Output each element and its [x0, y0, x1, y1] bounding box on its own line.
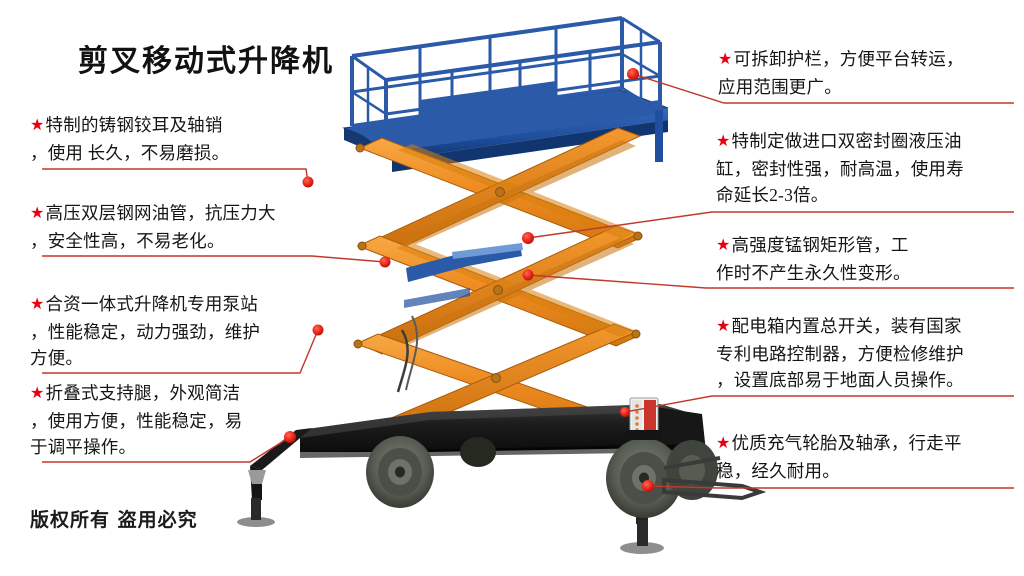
marker-cylinder: [522, 232, 534, 244]
leader-manganese-steel-tube: [527, 274, 1014, 289]
platform-guardrail: [342, 16, 669, 172]
leader-high-pressure-hose: [42, 255, 386, 263]
callout-line: 于调平操作。: [30, 437, 137, 457]
callout-line: 方便。: [30, 348, 84, 368]
callout-line: 高强度锰钢矩形管，工: [731, 235, 909, 255]
tow-handle: [662, 456, 767, 501]
leader-cast-steel-hinge: [42, 168, 309, 183]
callout-line: 作时不产生永久性变形。: [716, 263, 911, 283]
marker-pump: [312, 324, 324, 336]
wheel-front-far: [460, 437, 496, 467]
callout-line: 合资一体式升降机专用泵站: [45, 294, 258, 314]
outrigger-left: [237, 428, 312, 527]
wheel-rear: [606, 438, 682, 518]
marker-outrigger: [284, 431, 296, 443]
marker-hinge: [302, 176, 314, 188]
callout-pneumatic-tires: ★优质充气轮胎及轴承，行走平 稳，经久耐用。: [716, 430, 962, 484]
leader-folding-outrigger: [42, 436, 291, 463]
star-icon: ★: [30, 205, 45, 222]
callout-line: ，性能稳定，动力强劲，维护: [30, 322, 261, 342]
callout-line: 特制的铸钢铰耳及轴销: [45, 115, 223, 135]
callout-removable-guardrail: ★可拆卸护栏，方便平台转运， 应用范围更广。: [718, 46, 964, 100]
marker-guardrail: [627, 68, 639, 80]
callout-manganese-steel-tube: ★高强度锰钢矩形管，工 作时不产生永久性变形。: [716, 232, 911, 286]
marker-ctrlbox: [620, 407, 630, 417]
star-icon: ★: [30, 296, 45, 313]
marker-tire: [642, 480, 654, 492]
star-icon: ★: [30, 117, 45, 134]
marker-dots: [284, 68, 654, 492]
leader-hydraulic-cylinder: [527, 211, 1014, 239]
callout-hydraulic-cylinder: ★特制定做进口双密封圈液压油 缸，密封性强，耐高温，使用寿 命延长2-3倍。: [716, 128, 964, 208]
callout-pump-station: ★合资一体式升降机专用泵站 ，性能稳定，动力强劲，维护 方便。: [30, 291, 260, 371]
callout-line: 命延长2-3倍。: [716, 185, 829, 205]
copyright-notice: 版权所有 盗用必究: [30, 509, 198, 531]
callout-folding-outrigger: ★折叠式支持腿，外观简洁 ，使用方便，性能稳定，易 于调平操作。: [30, 380, 242, 460]
callout-control-box: ★配电箱内置总开关，装有国家 专利电路控制器，方便检修维护 ，设置底部易于地面人…: [716, 313, 964, 393]
leader-removable-guardrail: [632, 73, 1014, 104]
callout-line: ，安全性高，不易老化。: [30, 231, 225, 251]
callout-line: ，使用 长久，不易磨损。: [30, 143, 230, 163]
callout-cast-steel-hinge: ★特制的铸钢铰耳及轴销 ，使用 长久，不易磨损。: [30, 112, 229, 166]
callout-high-pressure-hose: ★高压双层钢网油管，抗压力大 ，安全性高，不易老化。: [30, 200, 276, 254]
star-icon: ★: [716, 133, 731, 150]
callout-line: ，设置底部易于地面人员操作。: [716, 370, 964, 390]
callout-line: 折叠式支持腿，外观简洁: [45, 383, 241, 403]
leader-control-box: [624, 395, 1014, 413]
star-icon: ★: [716, 435, 731, 452]
callout-line: 稳，经久耐用。: [716, 461, 840, 481]
callout-line: 优质充气轮胎及轴承，行走平: [731, 433, 962, 453]
callout-line: 特制定做进口双密封圈液压油: [731, 131, 962, 151]
marker-hose: [379, 256, 391, 268]
callout-line: 可拆卸护栏，方便平台转运，: [733, 49, 964, 69]
star-icon: ★: [716, 237, 731, 254]
leader-pump-station: [42, 329, 319, 374]
callout-line: 缸，密封性强，耐高温，使用寿: [716, 159, 964, 179]
callout-line: ，使用方便，性能稳定，易: [30, 411, 243, 431]
star-icon: ★: [716, 318, 731, 335]
star-icon: ★: [718, 51, 733, 68]
callout-line: 专利电路控制器，方便检修维护: [716, 344, 964, 364]
star-icon: ★: [30, 385, 45, 402]
callout-line: 配电箱内置总开关，装有国家: [731, 316, 962, 336]
wheel-front: [366, 436, 434, 508]
marker-tube: [522, 269, 534, 281]
hydraulic-hose: [396, 315, 419, 393]
leader-pneumatic-tires: [647, 485, 1014, 489]
callout-line: 高压双层钢网油管，抗压力大: [45, 203, 276, 223]
page-title: 剪叉移动式升降机: [78, 44, 334, 79]
callout-line: 应用范围更广。: [718, 77, 842, 97]
hydraulic-cylinder: [404, 243, 523, 308]
